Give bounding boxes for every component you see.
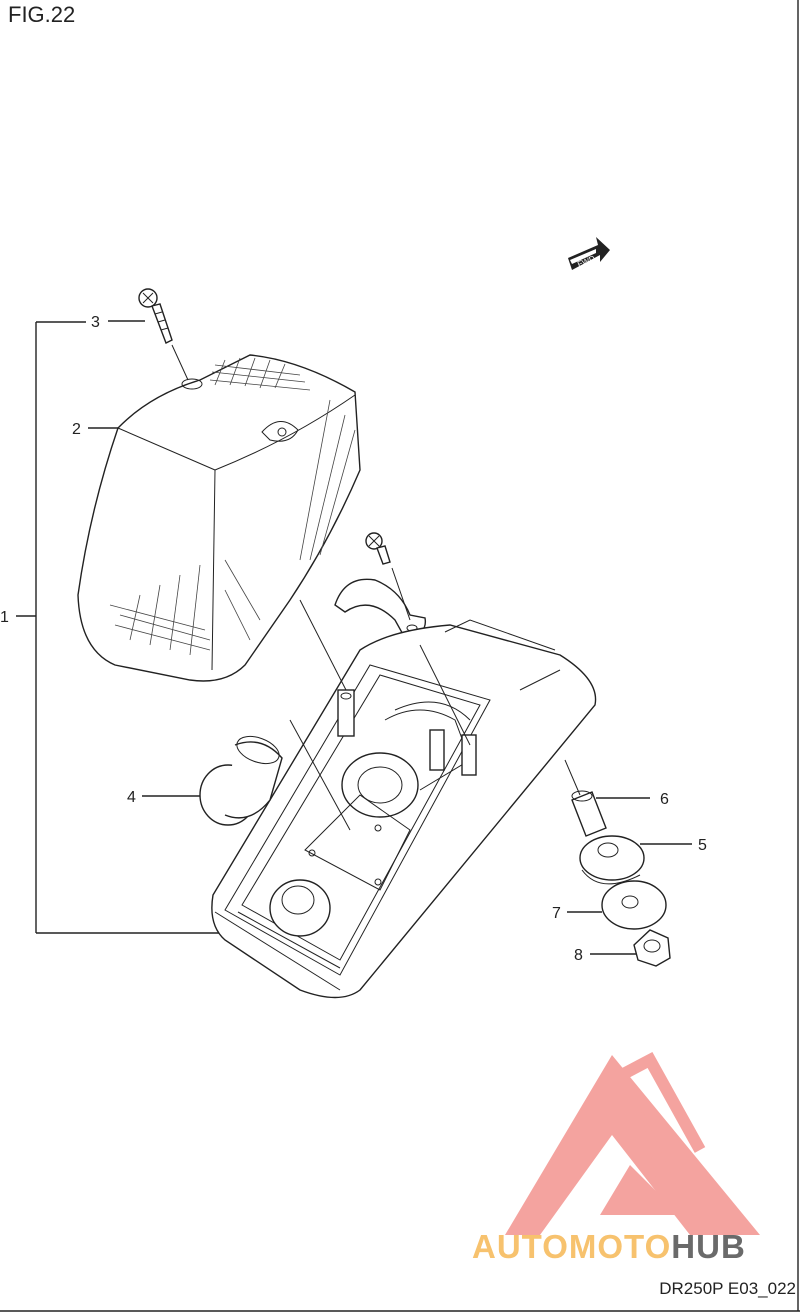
turn-signal-lens <box>77 354 361 682</box>
watermark-logo-icon <box>505 1051 760 1235</box>
callout-1: 1 <box>0 609 9 626</box>
wire-clamp <box>334 532 427 639</box>
callout-3: 3 <box>91 314 100 331</box>
callout-7: 7 <box>552 905 561 922</box>
turn-signal-housing <box>211 599 597 999</box>
figure-title: FIG.22 <box>8 2 76 27</box>
assembly-bracket <box>16 321 220 934</box>
lens-hatching <box>109 357 356 656</box>
callout-8: 8 <box>574 947 583 964</box>
spacer-collar <box>571 790 607 837</box>
watermark-text-part1: AUTOMOTO <box>472 1228 672 1265</box>
lens-screw <box>138 288 189 381</box>
diagram-code: DR250P E03_022 <box>659 1279 796 1298</box>
rubber-cushion <box>579 835 645 885</box>
turn-signal-bulb <box>199 735 283 826</box>
watermark-text: AUTOMOTOHUB <box>472 1228 746 1266</box>
washer <box>601 880 667 930</box>
leader-lines <box>88 320 692 955</box>
watermark-text-part2: HUB <box>671 1228 746 1265</box>
hex-nut <box>633 929 671 967</box>
fwd-arrow-icon: FWD <box>568 237 610 270</box>
callout-6: 6 <box>660 791 669 808</box>
callout-2: 2 <box>72 421 81 438</box>
callout-5: 5 <box>698 837 707 854</box>
callout-4: 4 <box>127 789 136 806</box>
